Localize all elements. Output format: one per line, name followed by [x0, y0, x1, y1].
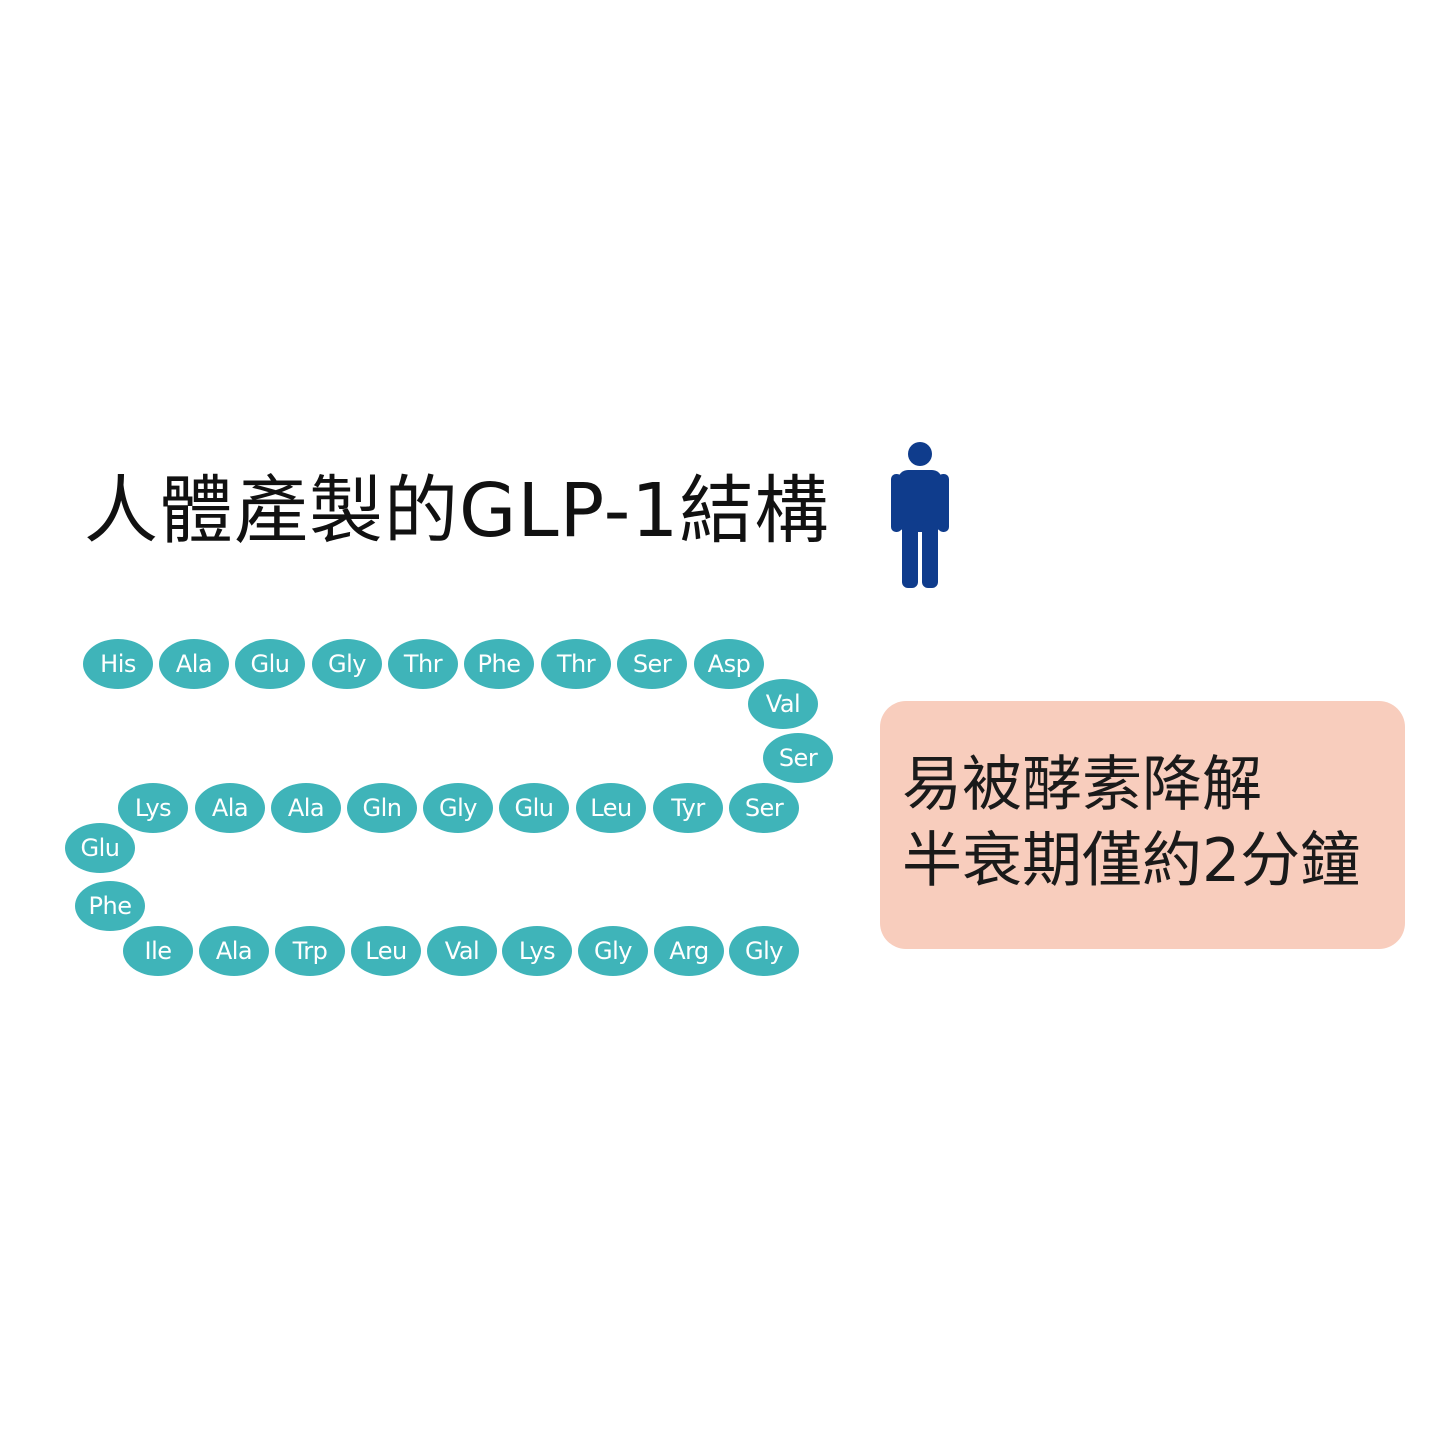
residue-ala-2: Ala	[157, 637, 231, 691]
residue-gly-16: Gly	[421, 781, 495, 835]
residue-glu-15: Glu	[497, 781, 571, 835]
residue-ala-19: Ala	[193, 781, 267, 835]
residue-leu-14: Leu	[574, 781, 648, 835]
residue-trp-25: Trp	[273, 924, 347, 978]
residue-leu-26: Leu	[349, 924, 423, 978]
residue-gly-31: Gly	[727, 924, 801, 978]
residue-ile-23: Ile	[121, 924, 195, 978]
note-line-2: 半衰期僅約2分鐘	[902, 826, 1361, 896]
residue-gly-29: Gly	[576, 924, 650, 978]
residue-lys-20: Lys	[116, 781, 190, 835]
residue-val-10: Val	[746, 677, 820, 731]
residue-arg-30: Arg	[652, 924, 726, 978]
residue-thr-7: Thr	[539, 637, 613, 691]
residue-ser-8: Ser	[615, 637, 689, 691]
degradation-note: 易被酵素降解 半衰期僅約2分鐘	[880, 701, 1405, 949]
residue-tyr-13: Tyr	[651, 781, 725, 835]
residue-ser-11: Ser	[761, 731, 835, 785]
residue-gly-4: Gly	[310, 637, 384, 691]
residue-ala-18: Ala	[269, 781, 343, 835]
residue-phe-6: Phe	[462, 637, 536, 691]
residue-phe-22: Phe	[73, 879, 147, 933]
residue-his-1: His	[81, 637, 155, 691]
residue-val-27: Val	[425, 924, 499, 978]
person-icon	[891, 442, 949, 588]
residue-lys-28: Lys	[500, 924, 574, 978]
diagram-title: 人體產製的GLP-1結構	[84, 468, 830, 554]
residue-thr-5: Thr	[386, 637, 460, 691]
residue-gln-17: Gln	[345, 781, 419, 835]
note-line-1: 易被酵素降解	[902, 750, 1262, 820]
residue-ser-12: Ser	[727, 781, 801, 835]
residue-ala-24: Ala	[197, 924, 271, 978]
residue-glu-21: Glu	[63, 821, 137, 875]
residue-asp-9: Asp	[692, 637, 766, 691]
residue-glu-3: Glu	[233, 637, 307, 691]
